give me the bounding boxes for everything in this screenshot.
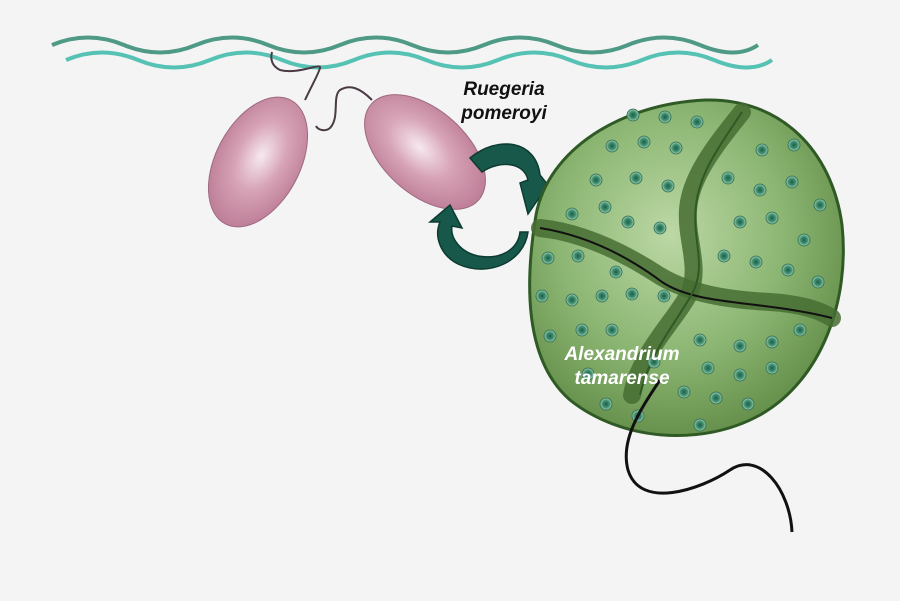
organelle-dot — [621, 215, 635, 229]
organelle-dot — [575, 323, 589, 337]
organelle-dot — [609, 265, 623, 279]
bacterium-cell-left — [207, 96, 309, 228]
alga-flagellum — [624, 379, 794, 533]
alga-cell — [528, 98, 845, 437]
bacterium-flagellum-left — [270, 51, 321, 101]
organelle-dot — [811, 275, 825, 289]
organelle-dot — [787, 138, 801, 152]
organelle-dot — [637, 135, 651, 149]
organelle-dot — [690, 115, 704, 129]
organelle-dot — [733, 339, 747, 353]
organelle-dot — [741, 397, 755, 411]
bacterium-flagellum-right — [315, 86, 373, 132]
organelle-dot — [765, 211, 779, 225]
organelle-dot — [717, 249, 731, 263]
organelle-dot — [647, 355, 661, 369]
surface-wave-light — [65, 50, 774, 70]
organelle-dot — [629, 171, 643, 185]
organelle-dot — [625, 287, 639, 301]
organelle-dot — [797, 233, 811, 247]
bacterium-label-line2: pomeroyi — [460, 103, 547, 124]
organelle-dot — [765, 335, 779, 349]
alga-organelles — [535, 108, 827, 432]
surface-wave-dark — [51, 35, 760, 55]
organelle-dot — [626, 108, 640, 122]
organelle-dot — [733, 215, 747, 229]
organelle-dot — [541, 251, 555, 265]
alga-suture-horizontal — [531, 219, 841, 327]
bacterium-label-line1: Ruegeria — [463, 79, 545, 100]
organelle-dot — [693, 418, 707, 432]
organelle-dot — [535, 289, 549, 303]
organelle-dot — [605, 139, 619, 153]
organelle-dot — [581, 367, 595, 381]
organelle-dot — [605, 323, 619, 337]
alga-groove-line — [539, 227, 833, 319]
organelle-dot — [701, 361, 715, 375]
organelle-dot — [765, 361, 779, 375]
cycle-arrow-lower — [427, 203, 529, 270]
organelle-dot — [653, 221, 667, 235]
organelle-dot — [721, 171, 735, 185]
organelle-dot — [753, 183, 767, 197]
organelle-dot — [793, 323, 807, 337]
organelle-dot — [755, 143, 769, 157]
organelle-dot — [543, 329, 557, 343]
organelle-dot — [733, 368, 747, 382]
organelle-dot — [565, 207, 579, 221]
organelle-dot — [813, 198, 827, 212]
alga-groove-line-2 — [639, 111, 743, 396]
organelle-dot — [589, 173, 603, 187]
organelle-dot — [657, 289, 671, 303]
organelle-dot — [599, 397, 613, 411]
organelle-dot — [781, 263, 795, 277]
organelle-dot — [785, 175, 799, 189]
organelle-dot — [595, 289, 609, 303]
cycle-arrow-upper — [468, 143, 549, 216]
organelle-dot — [709, 391, 723, 405]
alga-suture-vertical — [623, 103, 751, 404]
organelle-dot — [693, 333, 707, 347]
organelle-dot — [669, 141, 683, 155]
organelle-dot — [598, 200, 612, 214]
organelle-dot — [565, 293, 579, 307]
organelle-dot — [658, 110, 672, 124]
alga-label-line2: tamarense — [574, 368, 669, 389]
organelle-dot — [571, 249, 585, 263]
organelle-dot — [661, 179, 675, 193]
alga-label-line1: Alexandrium — [563, 344, 679, 365]
organelle-dot — [749, 255, 763, 269]
organelle-dot — [677, 385, 691, 399]
bacterium-cell-right — [364, 94, 486, 210]
